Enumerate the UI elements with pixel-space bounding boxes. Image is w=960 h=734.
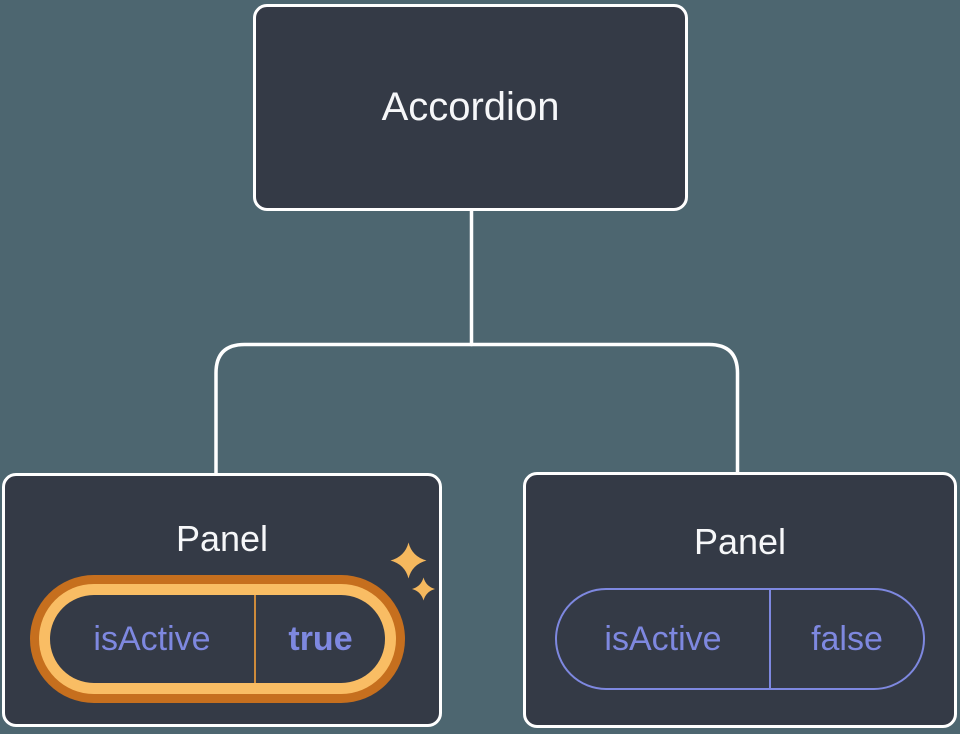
connector-branch	[214, 342, 740, 475]
state-pill-active: isActive true	[30, 575, 405, 703]
state-key: isActive	[604, 619, 722, 658]
panel-label: Panel	[693, 521, 787, 562]
state-value: false	[811, 619, 883, 658]
state-pill-divider	[254, 595, 256, 683]
panel-label: Panel	[175, 518, 269, 559]
state-pill-active-glow: isActive true	[39, 584, 396, 694]
state-pill-divider	[769, 590, 771, 688]
state-key: isActive	[93, 619, 211, 658]
accordion-label: Accordion	[381, 85, 560, 129]
component-box-panel-active: Panel isActive true	[2, 473, 442, 727]
state-pill-active-core: isActive true	[50, 595, 385, 683]
component-box-panel-inactive: Panel isActive false	[523, 472, 957, 728]
state-pill-inactive: isActive false	[555, 588, 925, 690]
state-value: true	[288, 619, 353, 658]
component-box-accordion: Accordion	[253, 4, 688, 211]
